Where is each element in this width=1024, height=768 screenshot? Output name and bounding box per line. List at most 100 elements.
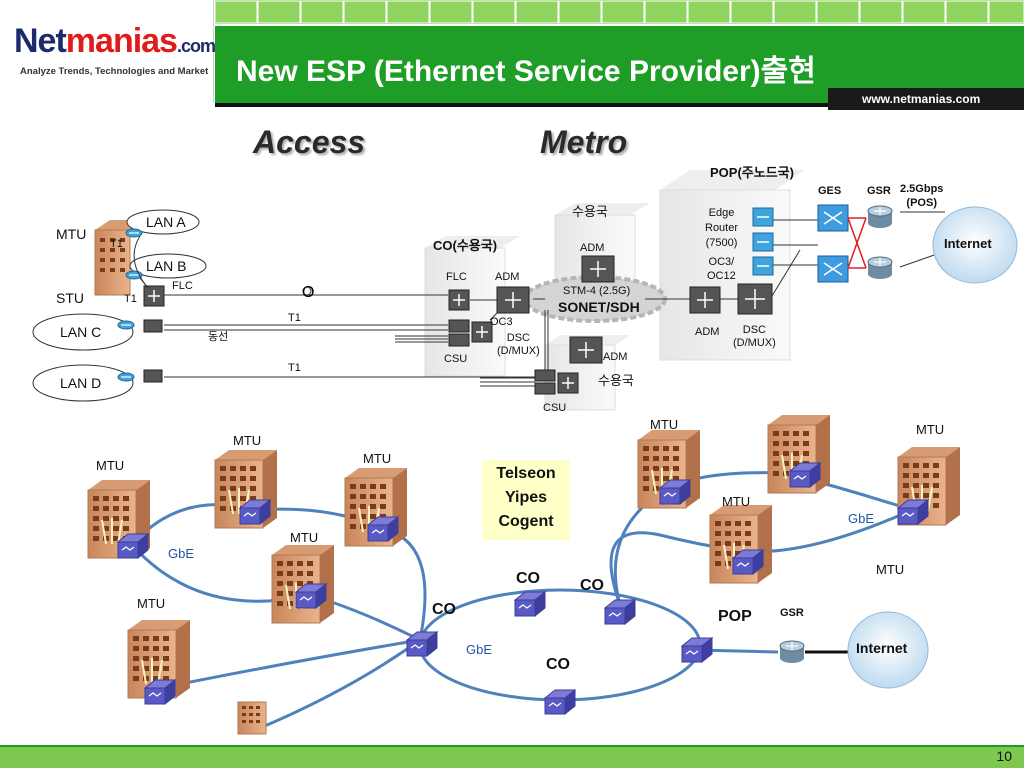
stu-flc-icon — [143, 285, 165, 307]
t1-line-label-2: T1 — [288, 362, 301, 374]
pop-dsc-label: DSC (D/MUX) — [733, 324, 776, 349]
access-links — [133, 211, 945, 387]
top-internet-label: Internet — [944, 236, 992, 251]
co-adm-glyph — [505, 292, 521, 308]
co-flc-icon — [448, 289, 470, 311]
co-label-left: CO — [432, 601, 456, 618]
logo-net: Net — [14, 22, 67, 60]
lan-c-router-icon — [117, 320, 135, 330]
t1-label-b: T1 — [124, 293, 137, 305]
switch-icon-co-bottom — [544, 689, 576, 715]
suyong-top-adm-glyph — [590, 261, 606, 277]
access-mtu-label: MTU — [56, 226, 87, 242]
lan-c-label: LAN C — [60, 324, 102, 340]
lan-a-cloud — [126, 209, 200, 235]
oc-rates-label: OC3/ OC12 — [707, 256, 736, 282]
mtu-label-4: MTU — [290, 530, 319, 545]
co-label-top: CO — [516, 570, 540, 587]
co-label-bottom: CO — [546, 656, 570, 673]
pop-label: POP(주노드국) — [710, 165, 794, 180]
co-building — [424, 236, 520, 377]
lan-a-label: LAN A — [146, 214, 186, 230]
gbe-label-right: GbE — [848, 511, 875, 526]
mtu-label-1: MTU — [96, 458, 125, 473]
co-flc-label: FLC — [446, 271, 467, 283]
edge-router-label: Edge Router (7500) — [705, 207, 739, 249]
switch-icon-co-right — [604, 599, 636, 625]
provider-list-box: Telseon Yipes Cogent — [482, 460, 570, 540]
co-csu-label: CSU — [444, 353, 468, 365]
bottom-gsr-label: GSR — [780, 607, 804, 619]
pop-adm-glyph — [697, 292, 713, 308]
mtu-label-2: MTU — [233, 433, 262, 448]
logo-manias: manias — [65, 22, 178, 60]
metro-heading: Metro — [540, 124, 628, 160]
mtu-label-6: MTU — [650, 417, 679, 432]
suyong-bottom-label: 수용국 — [598, 373, 634, 388]
logo-tagline: Analyze Trends, Technologies and Market — [20, 66, 209, 77]
lan-b-cloud — [129, 253, 207, 279]
website-url[interactable]: www.netmanias.com — [862, 92, 981, 106]
suyong-bottom-adm-glyph — [578, 342, 594, 358]
pop-adm-label: ADM — [695, 326, 720, 338]
gbe-label-ring: GbE — [466, 642, 493, 657]
t1-line-label-1: T1 — [288, 312, 301, 324]
bottom-internet-cloud — [847, 611, 929, 689]
stu-label: STU — [56, 290, 84, 306]
url-band — [828, 88, 1024, 110]
copper-label: 동선 — [208, 331, 229, 343]
co-dsc-icon — [471, 321, 493, 343]
slide-title: New ESP (Ethernet Service Provider)출현 — [236, 55, 816, 88]
gbe-label-left: GbE — [168, 546, 195, 561]
co-adm-label: ADM — [495, 271, 520, 283]
page-number: 10 — [996, 748, 1012, 764]
lan-d-csu-icon — [143, 369, 163, 383]
mtu-label-8: MTU — [722, 494, 751, 509]
lan-d-router-icon — [117, 372, 135, 382]
suyong-csu-icon-1 — [534, 369, 556, 382]
t1-label-a: T1 — [110, 238, 123, 250]
mtu-label-3: MTU — [363, 451, 392, 466]
edge-router-stack — [752, 207, 774, 276]
sonet-label: SONET/SDH — [558, 299, 640, 315]
logo-panel — [0, 0, 214, 103]
suyong-top-label: 수용국 — [572, 204, 608, 219]
lan-d-label: LAN D — [60, 375, 102, 391]
co-csu-icon-2 — [448, 333, 470, 347]
pop-dsc-glyph — [745, 289, 765, 309]
gsr-router-icon-1 — [867, 205, 893, 229]
co-label-right: CO — [580, 577, 604, 594]
lan-d-cloud — [32, 364, 134, 402]
co-csu-icon-1 — [448, 319, 470, 333]
co-dsc-label: DSC (D/MUX) — [497, 332, 540, 357]
lan-c-cloud — [32, 313, 134, 351]
flc-o-label: O — [302, 284, 314, 301]
suyong-dsc-icon — [557, 372, 579, 394]
mtu-label-7: MTU — [916, 422, 945, 437]
ges-label: GES — [818, 185, 842, 197]
small-building — [237, 701, 267, 735]
bottom-internet-label: Internet — [856, 640, 908, 656]
suyong-bottom-adm-label: ADM — [603, 351, 628, 363]
gsr-label: GSR — [867, 185, 891, 197]
co-label: CO(수용국) — [433, 238, 498, 253]
provider-telseon: Telseon — [496, 465, 556, 482]
provider-cogent: Cogent — [498, 513, 554, 530]
lan-c-csu-icon — [143, 319, 163, 333]
oc3-label: OC3 — [490, 316, 513, 328]
stm-label: STM-4 (2.5G) — [563, 285, 631, 297]
switch-icon-pop — [681, 637, 713, 663]
access-heading: Access — [253, 124, 366, 160]
header-rule — [215, 103, 828, 107]
lan-b-label: LAN B — [146, 258, 187, 274]
gsr-router-icon-2 — [867, 256, 893, 280]
footer-band — [0, 745, 1024, 768]
mtu-label-5: MTU — [137, 596, 166, 611]
suyong-csu-label: CSU — [543, 402, 567, 414]
provider-yipes: Yipes — [504, 489, 548, 506]
ges-switch-icons — [817, 204, 849, 283]
netmanias-logo[interactable]: Netmanias.com — [14, 22, 216, 61]
ges-gsr-crosslinks — [847, 217, 867, 269]
top-internet-cloud — [932, 206, 1018, 284]
